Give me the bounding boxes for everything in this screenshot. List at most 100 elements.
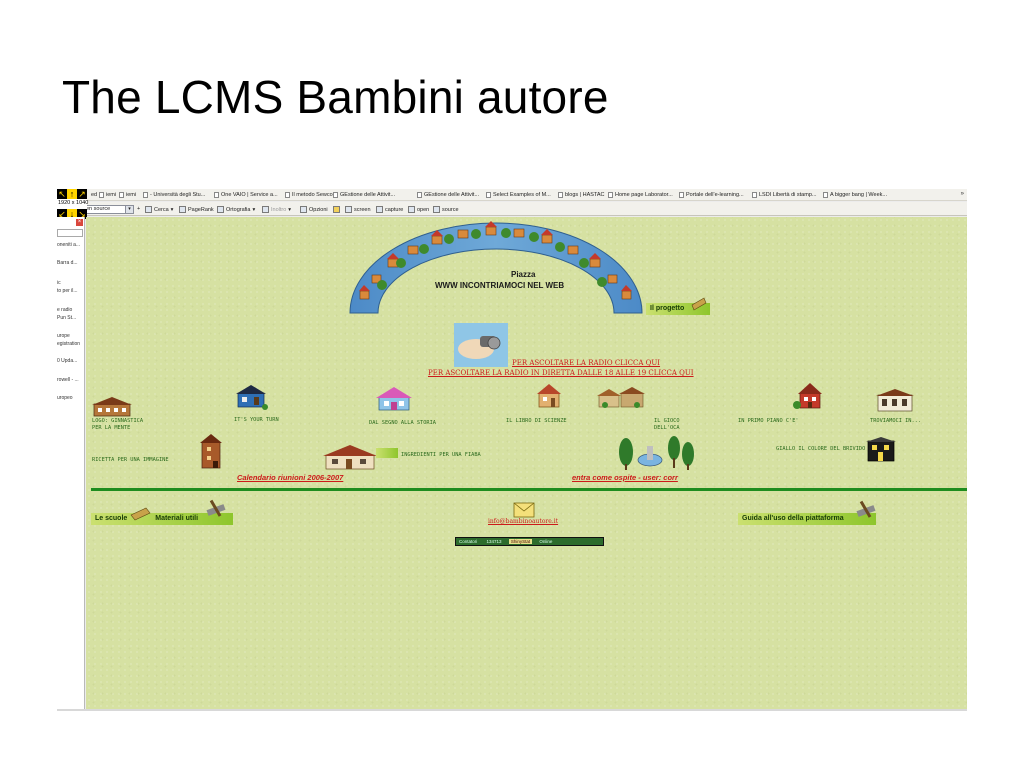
bottom-nav-bar: Le scuole Materiali utili [91, 513, 233, 525]
guest-login-link[interactable]: entra come ospite - user: corr [572, 473, 678, 482]
arrow-down-left-icon: ↙ [57, 209, 67, 219]
sidebar-item[interactable]: uropeo [57, 395, 73, 401]
house-label-gioco-oca[interactable]: IL GIOCO DELL'OCA [654, 418, 680, 431]
village-arch-image[interactable] [346, 219, 646, 315]
send-icon [262, 206, 269, 213]
page-icon [214, 192, 219, 198]
house-icon[interactable] [792, 383, 826, 411]
house-icon[interactable] [876, 389, 914, 413]
book-icon [376, 448, 398, 458]
bookmark-item[interactable]: A bigger bang | Week... [823, 192, 887, 198]
house-icon[interactable] [375, 387, 413, 413]
page-icon [558, 192, 563, 198]
ricetta-link[interactable]: RICETTA PER UNA IMMAGINE [92, 457, 169, 463]
chevron-down-icon[interactable]: ▾ [125, 205, 134, 214]
house-icon[interactable] [866, 437, 896, 463]
bookmark-item[interactable]: GEstione delle Attivit... [333, 192, 395, 198]
sidebar-item[interactable]: Barra d... [57, 260, 78, 266]
plus-icon[interactable]: + [137, 206, 141, 212]
page-icon [486, 192, 491, 198]
sidebar-item[interactable]: urope [57, 333, 70, 339]
giallo-link[interactable]: GIALLO IL COLORE DEL BRIVIDO [776, 446, 866, 452]
pagerank-indicator: PageRank [179, 206, 214, 213]
arch-title-line1: Piazza [511, 270, 536, 279]
bookmark-item[interactable]: LSDI Libertà di stamp... [752, 192, 816, 198]
sidebar-item[interactable]: 0 Upda... [57, 358, 78, 364]
house-label-primo-piano[interactable]: IN PRIMO PIANO C'E' [738, 418, 799, 424]
scuole-link[interactable]: Le scuole [95, 515, 128, 522]
envelope-icon[interactable] [513, 502, 535, 518]
screen-button[interactable]: screen [345, 206, 371, 213]
calendario-link[interactable]: Calendario riunioni 2006-2007 [237, 473, 344, 482]
email-link[interactable]: info@bambinoautore.it [488, 518, 559, 525]
house-label-storia[interactable]: DAL SEGNO ALLA STORIA [369, 420, 436, 426]
bookmark-item[interactable]: Portale dell'e-learning... [679, 192, 744, 198]
house-icon[interactable] [597, 387, 645, 409]
sidebar-item[interactable]: to per il... [57, 288, 78, 294]
tower-house-icon[interactable] [198, 434, 224, 470]
house-icon[interactable] [535, 383, 563, 409]
house-label-scienze[interactable]: IL LIBRO DI SCIENZE [506, 418, 567, 424]
bookmarks-toolbar: ed ▾ iemi iemi - Università degli Stu...… [57, 189, 967, 201]
capture-button[interactable]: capture [376, 206, 403, 213]
pencil-icon[interactable] [333, 206, 340, 213]
sidebar-item[interactable]: ic [57, 280, 61, 286]
open-icon [408, 206, 415, 213]
forward-button[interactable]: Inoltro ▾ [262, 206, 291, 213]
sidebar-item[interactable]: rowell - ... [57, 377, 79, 383]
capture-icon [376, 206, 383, 213]
house-icon[interactable] [322, 445, 378, 471]
page-icon [285, 192, 290, 198]
bookmark-item[interactable]: blogs | HASTAC [558, 192, 605, 198]
slide-title: The LCMS Bambini autore [62, 71, 609, 123]
close-icon[interactable]: × [76, 219, 83, 226]
open-button[interactable]: open [408, 206, 429, 213]
hammer-tools-icon [206, 499, 226, 517]
search-button[interactable]: Cerca ▾ [145, 206, 173, 213]
sidebar-item[interactable]: oneniti a... [57, 242, 81, 248]
bookmark-item[interactable]: One VAIO | Service a... [214, 192, 278, 198]
bookmark-item[interactable]: Home page Laborator... [608, 192, 673, 198]
bookmark-item[interactable]: GEstione delle Attivit... [417, 192, 479, 198]
options-button[interactable]: Opzioni [300, 206, 328, 213]
house-icon[interactable] [234, 385, 270, 411]
sidebar-item[interactable]: Pun St... [57, 315, 77, 321]
sidebar-item[interactable]: egistration [57, 341, 81, 347]
microphone-radio-image[interactable] [454, 323, 508, 367]
sidebar-panel: × oneniti a... Barra d... ic to per il..… [57, 217, 85, 709]
bookmark-item[interactable]: Select Examples of M... [486, 192, 551, 198]
house-label-logo[interactable]: LOGO: GINNASTICA PER LA MENTE [92, 418, 144, 431]
google-toolbar: en source ▾ + Cerca ▾ PageRank Ortografi… [57, 202, 967, 216]
page-icon [679, 192, 684, 198]
screen-icon [345, 206, 352, 213]
sidebar-search-input[interactable] [57, 229, 83, 237]
arrow-up-right-icon: ↗ [77, 189, 87, 199]
visit-counter[interactable]: Contatori 134713 ShinyStat Online [455, 537, 604, 546]
bookmark-item[interactable]: - Università degli Stu... [143, 192, 205, 198]
house-label-your-turn[interactable]: IT'S YOUR TURN [234, 417, 279, 423]
sidebar-item[interactable]: e radio [57, 307, 73, 313]
radio-link[interactable]: PER ASCOLTARE LA RADIO CLICCA QUI [512, 359, 661, 367]
arrow-down-right-icon: ↘ [77, 209, 87, 219]
bookmark-item[interactable]: iemi [99, 192, 116, 198]
bookmark-item[interactable]: iemi [119, 192, 136, 198]
arch-title-line2: WWW INCONTRIAMOCI NEL WEB [435, 281, 565, 290]
guida-link[interactable]: Guida all'uso della piattaforma [738, 513, 876, 525]
trees-fountain-image[interactable] [618, 432, 698, 472]
materiali-link[interactable]: Materiali utili [155, 515, 199, 522]
pagerank-icon [179, 206, 186, 213]
house-icon[interactable] [92, 397, 132, 417]
radio-live-link[interactable]: PER ASCOLTARE LA RADIO IN DIRETTA DALLE … [428, 369, 694, 377]
browser-screenshot: ed ▾ iemi iemi - Università degli Stu...… [57, 189, 967, 711]
page-icon [752, 192, 757, 198]
google-icon [145, 206, 152, 213]
source-button[interactable]: source [433, 206, 459, 213]
bookmark-item[interactable]: Il metodo Sewcom [285, 192, 337, 198]
ingredienti-link[interactable]: INGREDIENTI PER UNA FIABA [401, 452, 481, 458]
house-label-troviamoci[interactable]: TROVIAMOCI IN... [870, 418, 922, 424]
page-icon [823, 192, 828, 198]
page-icon [143, 192, 148, 198]
spellcheck-button[interactable]: Ortografia ▾ [217, 206, 255, 213]
bookmarks-overflow-button[interactable]: » [960, 191, 964, 197]
